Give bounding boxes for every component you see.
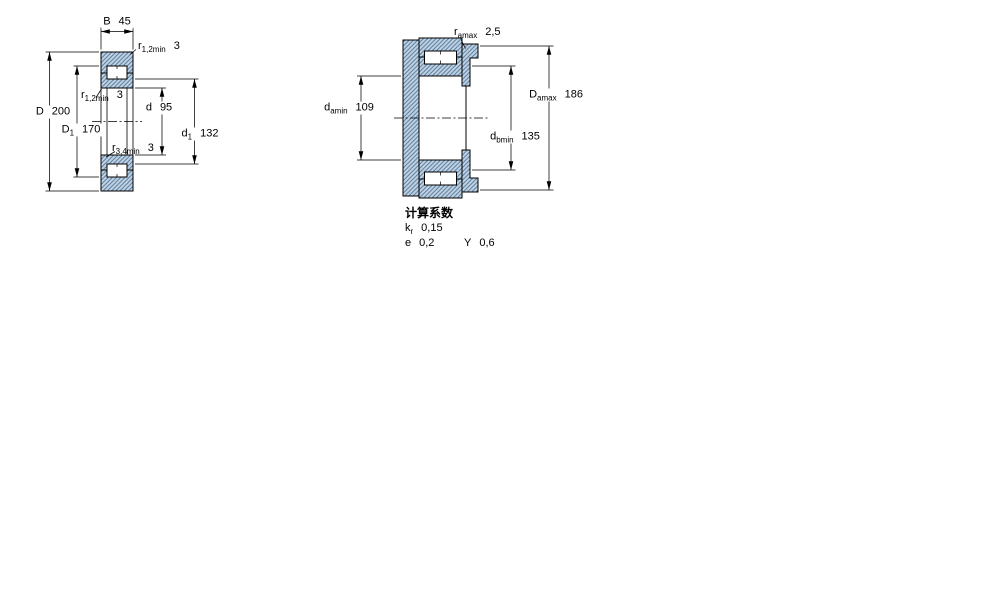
leader-ra [460,39,466,49]
dim-label-ra: ramax 2,5 [452,26,503,40]
dim-label-db: dbmin 135 [488,130,542,145]
calc-factor-kr: kr 0,15 [403,222,445,236]
dim-subscript: 1 [187,132,193,142]
dim-label-d1: d1 132 [179,127,221,142]
right-abutment-view [394,37,488,199]
dim-subscript: 1,2min [141,45,166,54]
dim-subscript: amax [537,93,557,103]
dim-value: 200 [51,105,71,118]
extension-lines-d1 [135,78,199,165]
dim-subscript: 3,4min [115,147,140,156]
dim-value: 170 [82,123,101,136]
calc-factors-title: 计算系数 [405,206,454,220]
factor-value: 0,2 [419,237,435,249]
calc-factor-e: e 0,2 [403,237,436,250]
dim-value: 109 [355,101,374,114]
calc-factor-Y: Y 0,6 [462,237,497,250]
dim-subscript: amin [330,106,348,116]
factor-symbol: k [405,222,411,234]
dim-label-Da: Damax 186 [527,88,585,103]
factor-value: 0,6 [479,237,495,249]
dim-label-D: D 200 [33,105,73,119]
dim-symbol: d [324,101,331,114]
dim-subscript: 1 [69,128,75,138]
dim-value: 45 [118,15,131,28]
dim-subscript: amax [457,31,478,40]
dim-label-r12-left: r1,2min 3 [79,89,125,103]
dim-label-da: damin 109 [322,101,376,116]
factor-subscript: r [410,227,414,236]
dim-label-d: d 95 [143,101,175,115]
leader-r34 [105,151,116,158]
dim-subscript: 1,2min [84,94,109,103]
dim-symbol: r [454,26,458,38]
flange-ring-top [461,43,479,87]
extension-lines-Da [480,45,554,191]
dim-value: 132 [200,127,219,140]
extension-lines-d [135,87,166,156]
dim-value: 186 [564,88,583,101]
dim-label-B: B 45 [101,15,133,29]
dim-symbol: d [181,127,188,140]
dim-label-r34: r3,4min 3 [110,142,156,156]
dim-value: 95 [159,101,173,114]
extension-lines-D [45,51,99,192]
dim-subscript: bmin [496,135,514,145]
dim-symbol: r [138,40,142,52]
dim-value: 135 [521,130,540,143]
flange-ring-bottom [461,149,479,193]
dim-value: 3 [173,40,180,52]
left-bearing-cross-section [92,51,142,192]
extension-lines-da [357,75,401,161]
right-dimensions [357,39,554,191]
dim-value: 3 [147,142,154,154]
extension-lines-db [472,65,516,171]
dim-value: 3 [116,89,123,101]
dim-symbol: r [81,89,85,101]
factor-symbol: Y [464,237,472,249]
dim-symbol: D [61,123,70,136]
leader-r12-left [95,88,102,98]
dim-value: 2,5 [485,26,501,38]
dim-symbol: D [35,105,44,118]
dim-label-r12-top: r1,2min 3 [136,40,182,54]
dim-symbol: B [103,15,111,28]
factor-value: 0,15 [421,222,443,234]
extension-lines-B [100,27,134,50]
dim-symbol: D [529,88,538,101]
leader-r12-top [129,49,137,55]
dim-symbol: d [490,130,497,143]
dim-symbol: d [145,101,152,114]
factor-symbol: e [405,237,412,249]
dim-symbol: r [112,142,116,154]
extension-lines-D1 [73,65,99,178]
left-dimensions [45,27,199,192]
dim-label-D1: D1 170 [59,123,103,138]
